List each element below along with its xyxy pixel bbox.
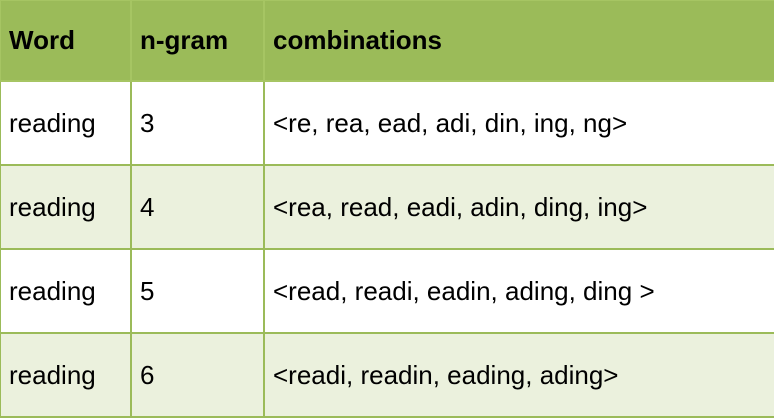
cell-combinations: <read, readi, eadin, ading, ding >: [263, 248, 774, 334]
table-header: Word n-gram combinations: [0, 0, 774, 82]
cell-ngram: 3: [130, 80, 265, 166]
table-row: reading 4 <rea, read, eadi, adin, ding, …: [0, 164, 774, 250]
cell-word: reading: [0, 332, 132, 418]
header-ngram: n-gram: [130, 0, 265, 82]
cell-combinations: <rea, read, eadi, adin, ding, ing>: [263, 164, 774, 250]
table-row: reading 6 <readi, readin, eading, ading>: [0, 332, 774, 418]
header-word: Word: [0, 0, 132, 82]
table-body: reading 3 <re, rea, ead, adi, din, ing, …: [0, 80, 774, 418]
cell-combinations: <readi, readin, eading, ading>: [263, 332, 774, 418]
cell-word: reading: [0, 248, 132, 334]
cell-word: reading: [0, 164, 132, 250]
table-row: reading 3 <re, rea, ead, adi, din, ing, …: [0, 80, 774, 166]
cell-ngram: 6: [130, 332, 265, 418]
cell-ngram: 4: [130, 164, 265, 250]
cell-word: reading: [0, 80, 132, 166]
cell-combinations: <re, rea, ead, adi, din, ing, ng>: [263, 80, 774, 166]
table-row: reading 5 <read, readi, eadin, ading, di…: [0, 248, 774, 334]
header-row: Word n-gram combinations: [0, 0, 774, 82]
header-combinations: combinations: [263, 0, 774, 82]
cell-ngram: 5: [130, 248, 265, 334]
